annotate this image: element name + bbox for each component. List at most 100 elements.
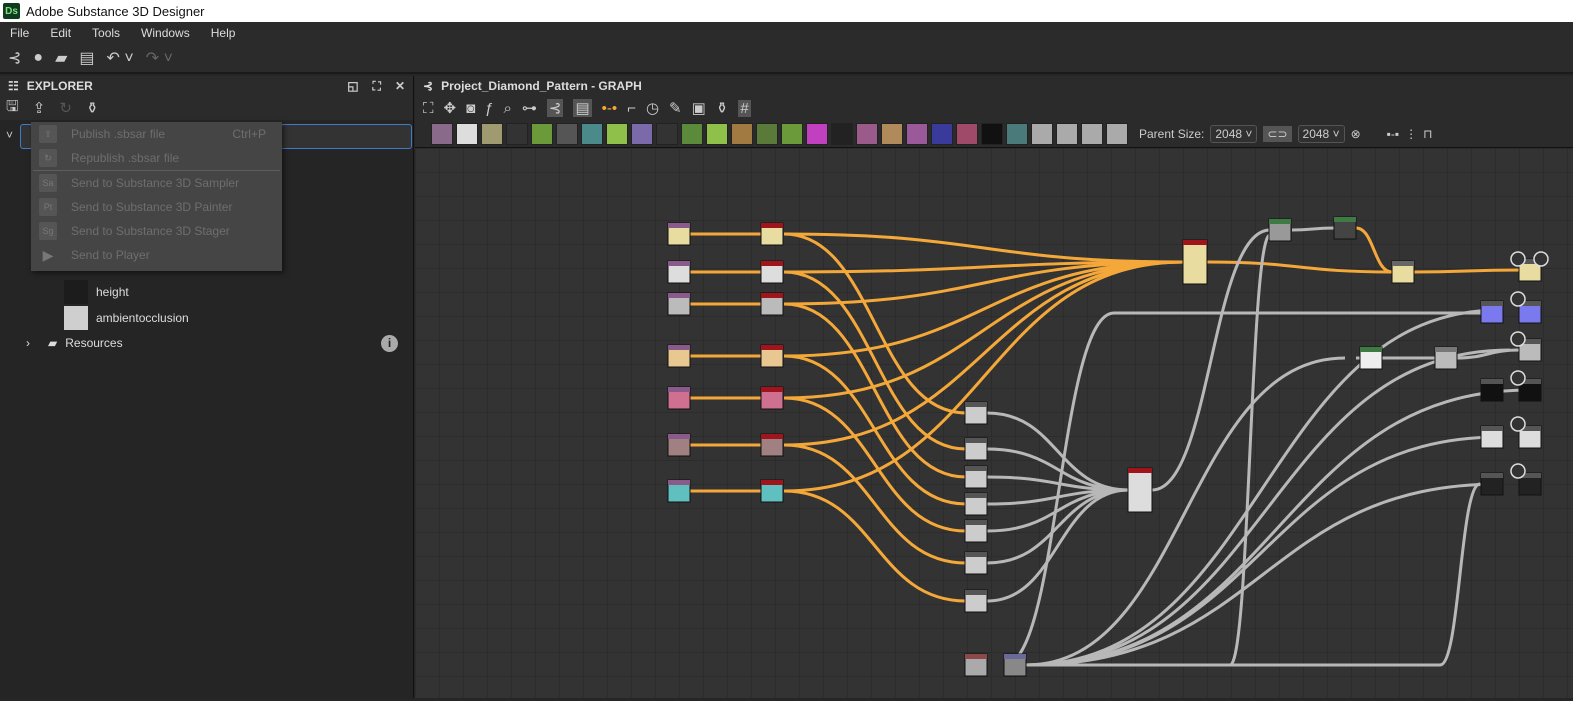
graph-node[interactable] <box>667 222 691 246</box>
align-vertical-icon[interactable]: ⋮ <box>1405 126 1418 141</box>
node-library-item[interactable] <box>706 122 728 145</box>
node-library-item[interactable] <box>731 122 753 145</box>
connection-wire[interactable] <box>783 260 1185 400</box>
snap-icon[interactable]: ⊓ <box>1423 126 1433 141</box>
connector-icon[interactable]: •-• <box>601 99 618 117</box>
connection-wire[interactable] <box>783 270 967 451</box>
preview-icon[interactable]: ▣ <box>691 100 706 117</box>
redo-icon[interactable]: ↷ ˅ <box>145 50 173 67</box>
node-library-item[interactable] <box>456 122 478 145</box>
graph-node[interactable] <box>1518 378 1542 402</box>
undo-icon[interactable]: ↶ ˅ <box>106 50 134 67</box>
graph-node[interactable] <box>667 292 691 316</box>
connection-wire[interactable] <box>986 488 1130 603</box>
graph-node[interactable] <box>1518 472 1542 496</box>
node-library-item[interactable] <box>431 122 453 145</box>
graph-node[interactable] <box>667 479 691 503</box>
node-library-item[interactable] <box>931 122 953 145</box>
search-icon[interactable]: ⌕ <box>503 99 512 117</box>
clean-icon[interactable]: ⚱ <box>85 100 99 117</box>
menu-edit[interactable]: Edit <box>50 26 72 40</box>
graph-node[interactable] <box>667 433 691 457</box>
connection-wire[interactable] <box>1228 233 1272 667</box>
connection-wire[interactable] <box>783 396 967 533</box>
republish-icon[interactable]: ↻ <box>59 100 72 117</box>
explorer-item-height[interactable]: height <box>64 280 129 304</box>
wire-style-icon[interactable]: ⌐ <box>627 99 636 117</box>
graph-node[interactable] <box>964 519 988 543</box>
node-library-item[interactable] <box>856 122 878 145</box>
graph-node[interactable] <box>964 653 988 677</box>
connection-wire[interactable] <box>783 260 1185 306</box>
graph-node[interactable] <box>1518 300 1542 324</box>
connection-wire[interactable] <box>783 260 1185 493</box>
node-library-item[interactable] <box>656 122 678 145</box>
graph-node[interactable] <box>667 386 691 410</box>
graph-node[interactable] <box>1127 467 1153 513</box>
graph-node[interactable] <box>1268 218 1292 242</box>
align-horizontal-icon[interactable]: ▪-▪ <box>1386 126 1400 141</box>
graph-node[interactable] <box>760 260 784 284</box>
node-library-item[interactable] <box>781 122 803 145</box>
node-library-item[interactable] <box>831 122 853 145</box>
graph-node[interactable] <box>760 433 784 457</box>
menu-tools[interactable]: Tools <box>92 26 121 40</box>
parent-size-width-dropdown[interactable]: 2048 ˅ <box>1210 124 1258 143</box>
parent-size-height-dropdown[interactable]: 2048 ˅ <box>1297 124 1345 143</box>
timer-icon[interactable]: ◷ <box>645 100 660 117</box>
grid-snap-icon[interactable]: # <box>738 99 751 117</box>
explorer-item-resources[interactable]: ›▰Resources <box>26 336 123 350</box>
link-ratio-icon[interactable]: ⊂⊃ <box>1263 125 1292 142</box>
graph-node[interactable] <box>1480 472 1504 496</box>
display-icon[interactable]: ▤ <box>573 99 592 117</box>
connection-wire[interactable] <box>783 302 967 479</box>
graph-node[interactable] <box>667 344 691 368</box>
menu-file[interactable]: File <box>10 26 30 40</box>
node-library-item[interactable] <box>481 122 503 145</box>
explorer-item-ambientocclusion[interactable]: ambientocclusion <box>64 306 189 330</box>
graph-node[interactable] <box>1359 346 1383 370</box>
save-icon[interactable]: 🖫 <box>6 97 19 115</box>
graph-node[interactable] <box>964 465 988 489</box>
node-library-item[interactable] <box>806 122 828 145</box>
graph-node[interactable] <box>1480 378 1504 402</box>
menu-windows[interactable]: Windows <box>141 26 190 40</box>
node-library-item[interactable] <box>606 122 628 145</box>
graph-node[interactable] <box>1182 239 1208 285</box>
connection-wire[interactable] <box>1206 260 1393 274</box>
graph-node[interactable] <box>964 437 988 461</box>
connection-wire[interactable] <box>783 232 967 415</box>
link-icon[interactable]: ⊶ <box>521 100 537 117</box>
float-icon[interactable]: ◱ <box>347 78 359 93</box>
connection-wire[interactable] <box>1025 356 1346 667</box>
node-library-item[interactable] <box>756 122 778 145</box>
node-library-item[interactable] <box>1056 122 1078 145</box>
graph-node[interactable] <box>964 551 988 575</box>
graph-node[interactable] <box>1518 425 1542 449</box>
graph-node[interactable] <box>1333 216 1357 240</box>
connection-wire[interactable] <box>783 443 967 565</box>
graph-node[interactable] <box>1391 260 1415 284</box>
connection-wire[interactable] <box>1439 482 1481 667</box>
node-library-item[interactable] <box>1031 122 1053 145</box>
info-icon[interactable]: i <box>381 335 398 352</box>
menu-help[interactable]: Help <box>210 26 236 40</box>
node-library-item[interactable] <box>1081 122 1103 145</box>
graph-node[interactable] <box>760 222 784 246</box>
graph-node[interactable] <box>1434 346 1458 370</box>
reset-icon[interactable]: ⊗ <box>1350 126 1361 141</box>
pan-icon[interactable]: ✥ <box>443 100 457 117</box>
close-icon[interactable]: ✕ <box>394 78 405 93</box>
menu-item-send-player[interactable]: ▶Send to Player <box>31 243 282 267</box>
graph-node[interactable] <box>964 589 988 613</box>
graph-node[interactable] <box>1003 653 1027 677</box>
expand-chevron-icon[interactable]: ˅ <box>6 128 14 142</box>
connection-wire[interactable] <box>1455 348 1521 360</box>
connection-wire[interactable] <box>783 260 1185 447</box>
graph-node[interactable] <box>1480 300 1504 324</box>
graph-node[interactable] <box>667 260 691 284</box>
graph-node[interactable] <box>1480 425 1504 449</box>
node-library-item[interactable] <box>1106 122 1128 145</box>
